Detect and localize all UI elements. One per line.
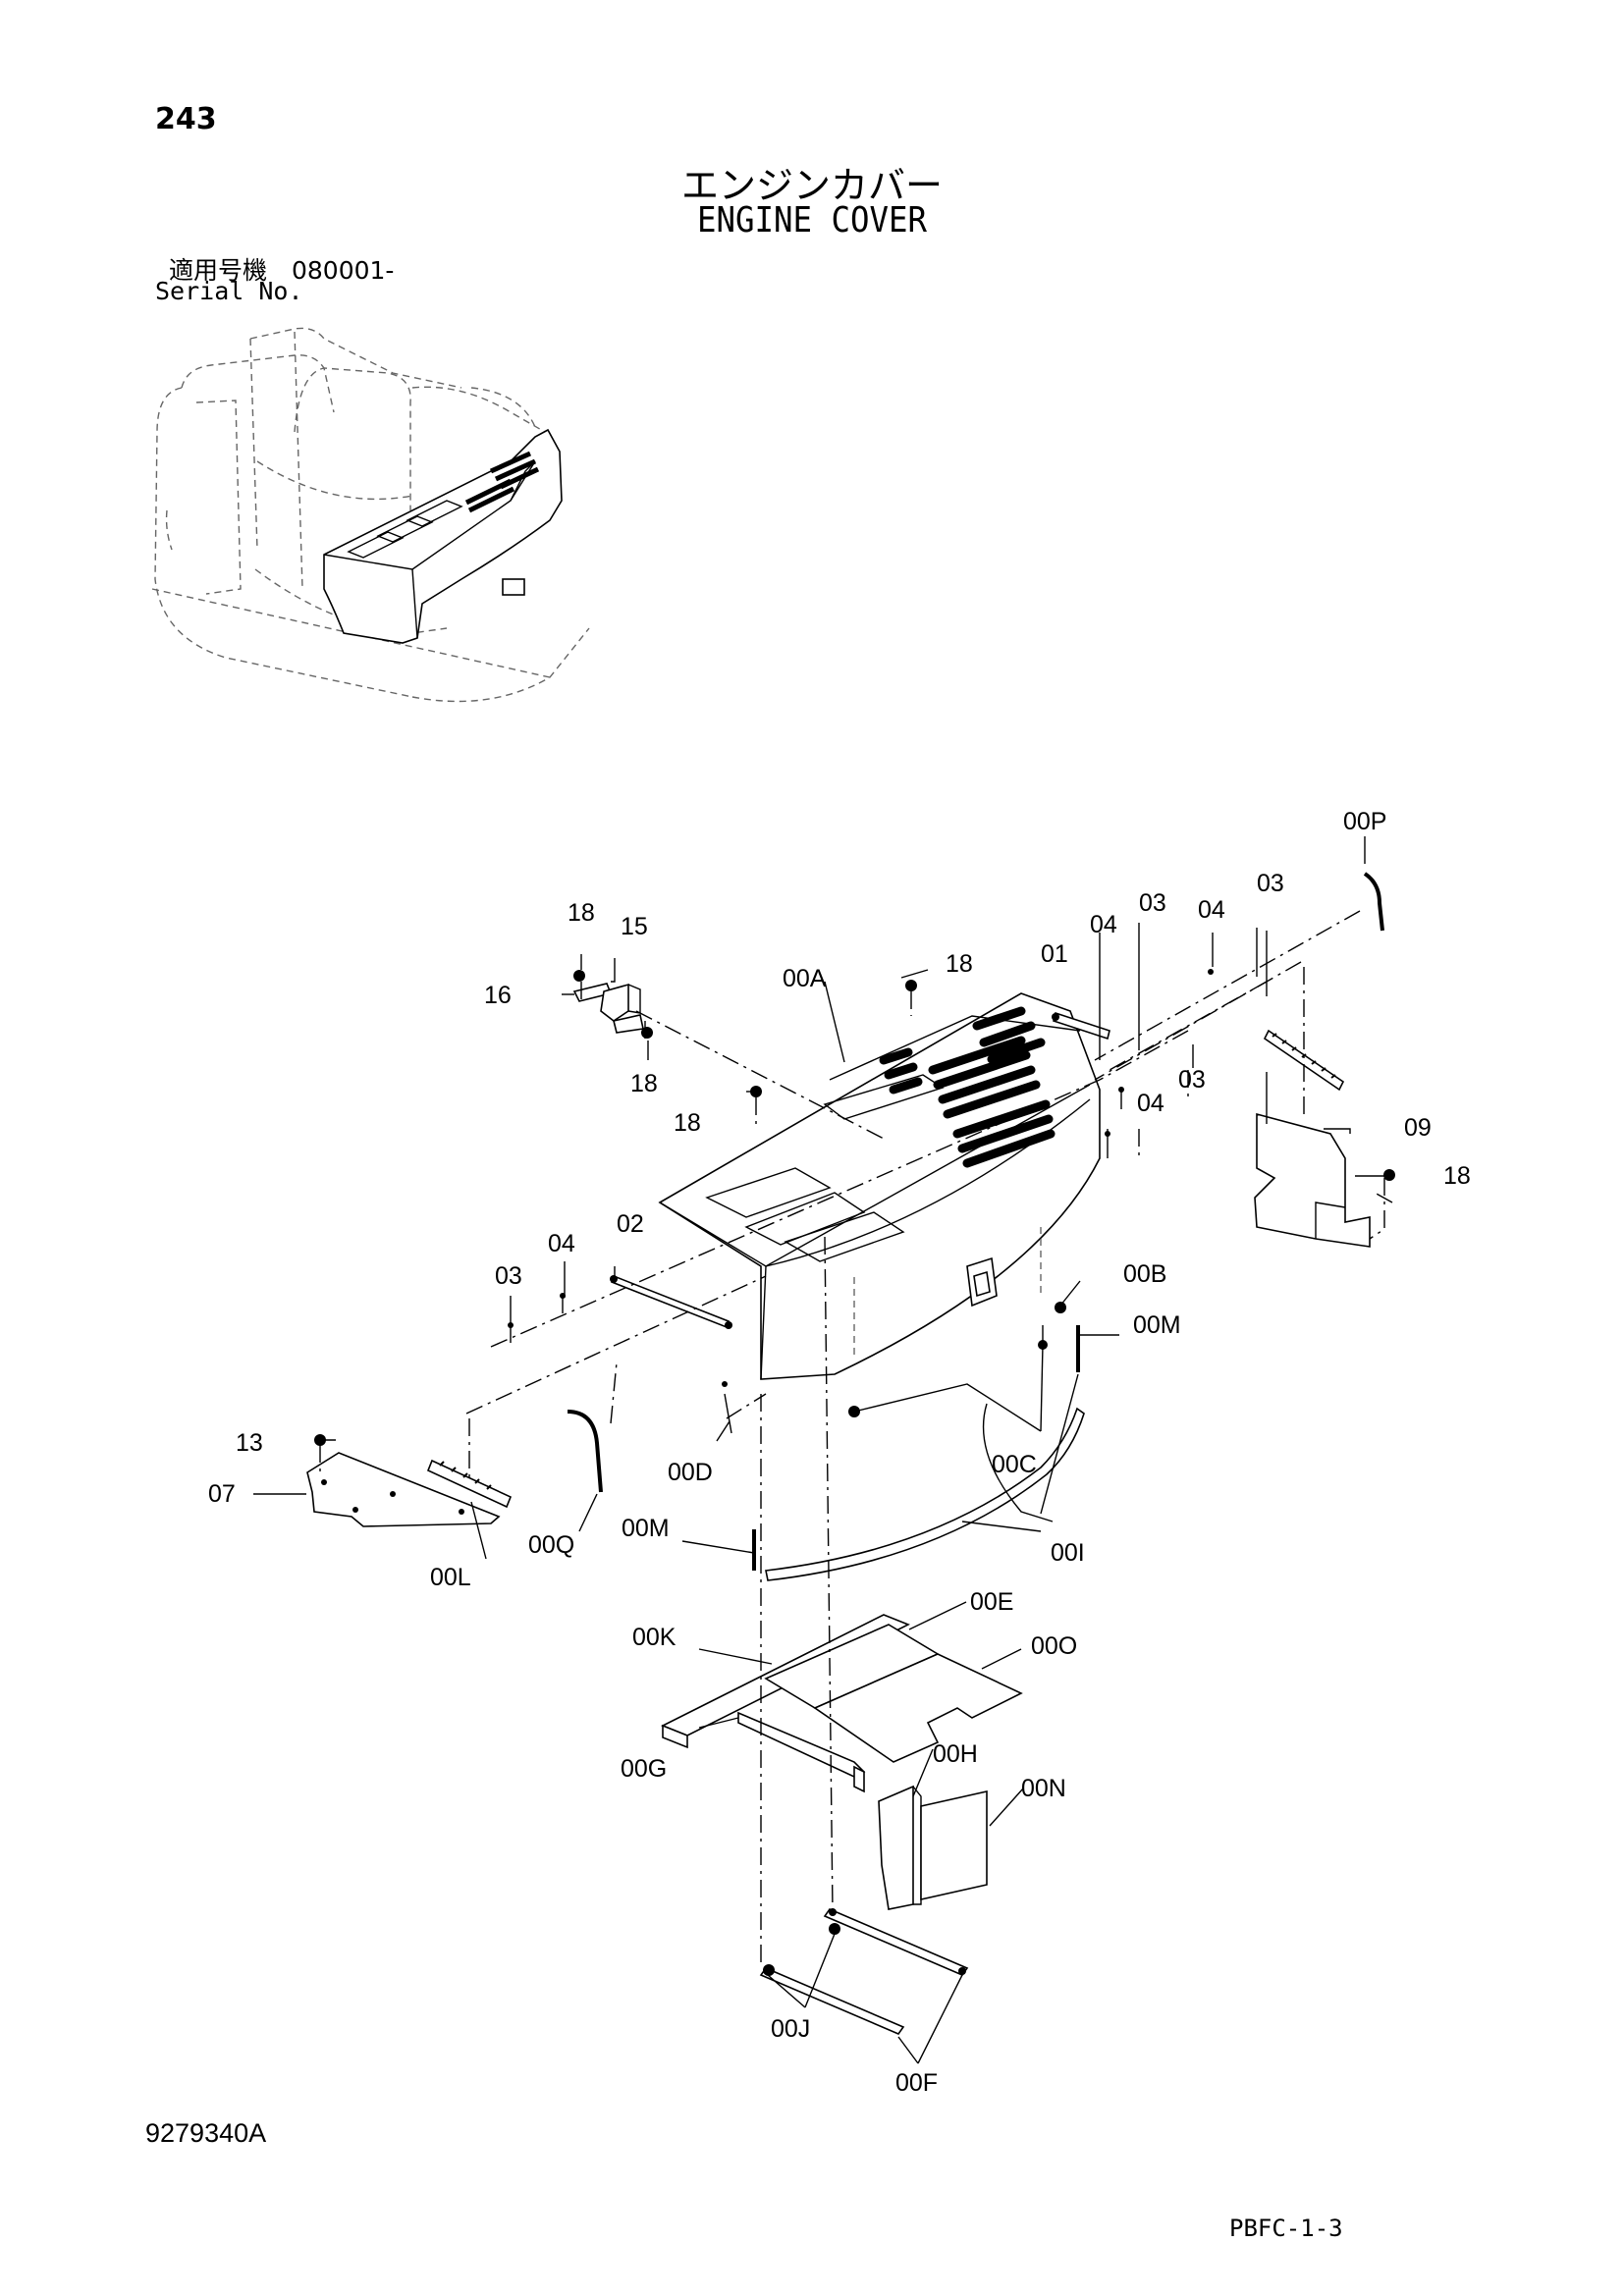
callout-04: 04: [1090, 911, 1117, 938]
hinge: [572, 983, 644, 1034]
callout-18: 18: [568, 899, 595, 927]
callout-00C: 00C: [992, 1451, 1037, 1478]
callout-04: 04: [1198, 896, 1225, 924]
callout-00L: 00L: [430, 1564, 471, 1591]
callout-18: 18: [946, 950, 973, 978]
callout-00M: 00M: [1133, 1311, 1181, 1339]
callout-18: 18: [630, 1070, 658, 1097]
seals: [567, 872, 1384, 1581]
callout-03: 03: [1139, 889, 1166, 917]
rods: [610, 1011, 1110, 1329]
callout-03: 03: [1178, 1066, 1206, 1094]
callout-00P: 00P: [1343, 808, 1386, 835]
callout-01: 01: [1041, 940, 1068, 968]
callout-15: 15: [621, 913, 648, 940]
callout-04: 04: [548, 1230, 575, 1257]
callout-00M: 00M: [622, 1515, 670, 1542]
callout-09: 09: [1404, 1114, 1432, 1142]
machine-overview-inset: [151, 327, 590, 703]
serial-label-english: Serial No.: [155, 277, 303, 305]
callout-03: 03: [495, 1262, 522, 1290]
callout-18: 18: [674, 1109, 701, 1137]
callout-00O: 00O: [1031, 1632, 1077, 1660]
engine-cover-00A: [658, 992, 1101, 1380]
callout-00N: 00N: [1021, 1775, 1066, 1802]
title-japanese: エンジンカバー: [680, 164, 943, 207]
callout-00D: 00D: [668, 1459, 713, 1486]
callout-00E: 00E: [970, 1588, 1013, 1616]
callout-00K: 00K: [632, 1624, 677, 1651]
page-number: 243: [155, 102, 217, 136]
leader-lines: [253, 836, 1386, 2064]
document-number: 9279340A: [145, 2118, 267, 2148]
callout-00J: 00J: [771, 2015, 810, 2043]
callout-00G: 00G: [621, 1755, 667, 1783]
callout-04: 04: [1137, 1090, 1164, 1117]
callout-labels: 00P 03 03 04 04 01 18 15 00A 18 16 18 18…: [208, 808, 1471, 2097]
bracket-09: [1254, 1029, 1371, 1248]
callout-00Q: 00Q: [528, 1531, 574, 1559]
foam-blocks: [661, 1614, 1023, 1910]
callout-02: 02: [617, 1210, 644, 1238]
title-english: ENGINE COVER: [696, 200, 928, 240]
callout-18: 18: [1443, 1162, 1471, 1190]
callout-00A: 00A: [783, 965, 827, 992]
bars: [759, 1908, 969, 2035]
serial-label-japanese: 適用号機 080001-: [169, 256, 395, 285]
page-reference: PBFC-1-3: [1229, 2215, 1343, 2242]
plate-07: [306, 1452, 513, 1527]
callout-07: 07: [208, 1480, 236, 1508]
callout-00H: 00H: [933, 1740, 978, 1768]
assembly-lines: [319, 910, 1393, 1963]
callout-16: 16: [484, 982, 512, 1009]
callout-03: 03: [1257, 870, 1284, 897]
callout-00B: 00B: [1123, 1260, 1166, 1288]
callout-13: 13: [236, 1429, 263, 1457]
callout-00F: 00F: [895, 2069, 938, 2097]
callout-00I: 00I: [1051, 1539, 1085, 1567]
